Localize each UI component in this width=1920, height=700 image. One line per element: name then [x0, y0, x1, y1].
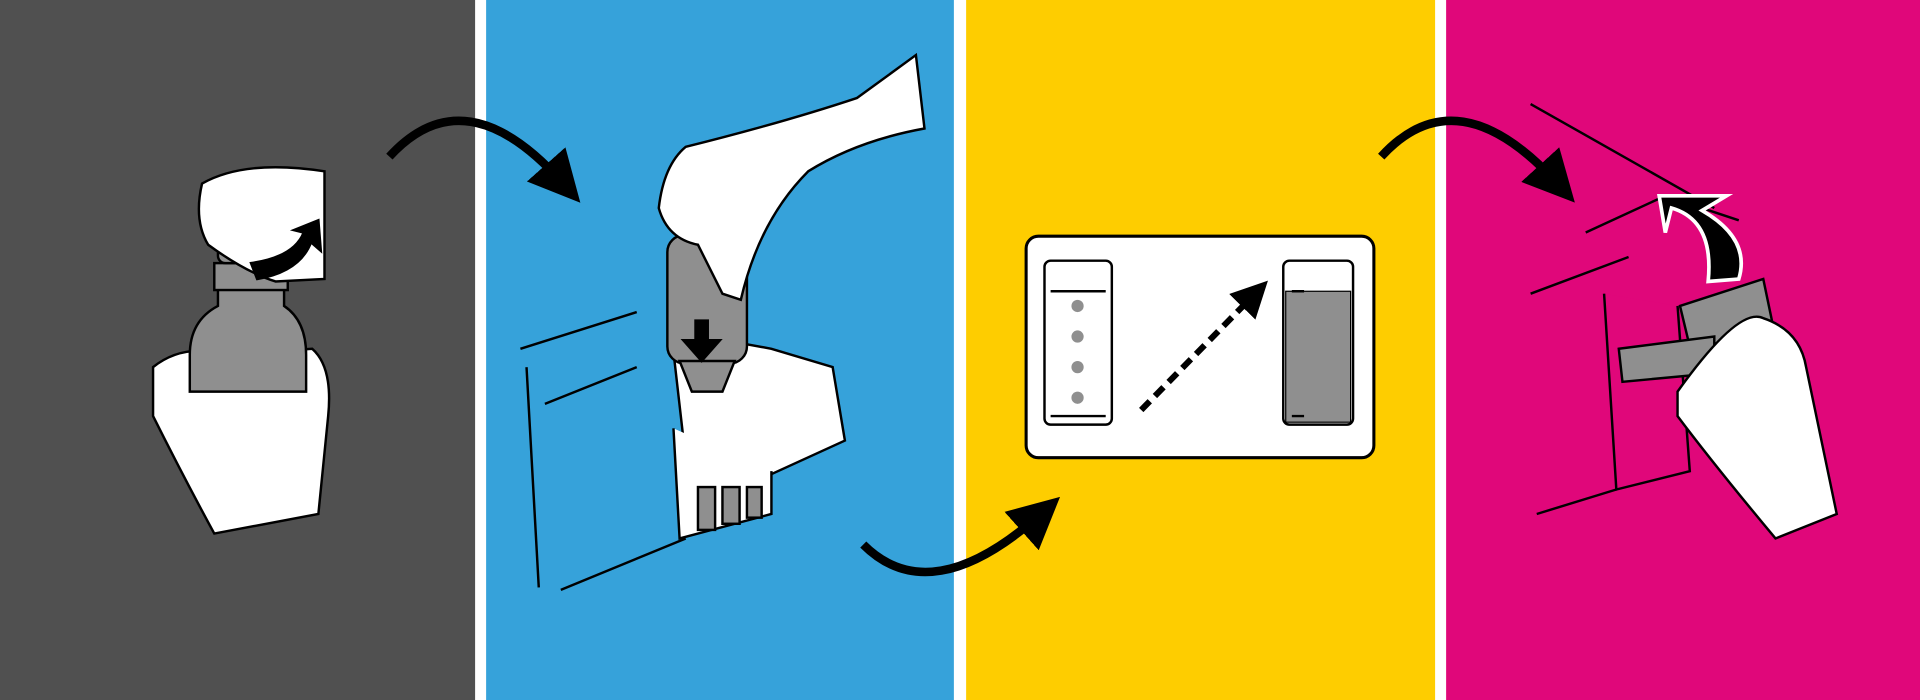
arrow-to-step-2	[386, 116, 581, 203]
ink-bottle-icon	[188, 286, 308, 393]
ink-drops-icon	[1071, 299, 1084, 404]
printer-outline	[520, 310, 687, 591]
fill-level-illustration	[1024, 234, 1376, 460]
down-arrow-icon	[680, 319, 723, 363]
arrow-to-step-3	[860, 496, 1061, 577]
bottle-open-illustration	[151, 166, 331, 535]
tank-empty	[1043, 259, 1114, 426]
curved-arrow-icon	[1657, 193, 1744, 284]
twist-arrow-icon	[249, 218, 323, 281]
arrow-to-step-4	[1378, 116, 1575, 203]
hand	[1676, 315, 1839, 540]
close-cover-illustration	[1530, 102, 1839, 540]
hand-top	[657, 52, 926, 302]
printer-outline	[1530, 102, 1740, 516]
dashed-arrow-icon	[1139, 280, 1268, 413]
insert-bottle-illustration	[520, 52, 926, 591]
